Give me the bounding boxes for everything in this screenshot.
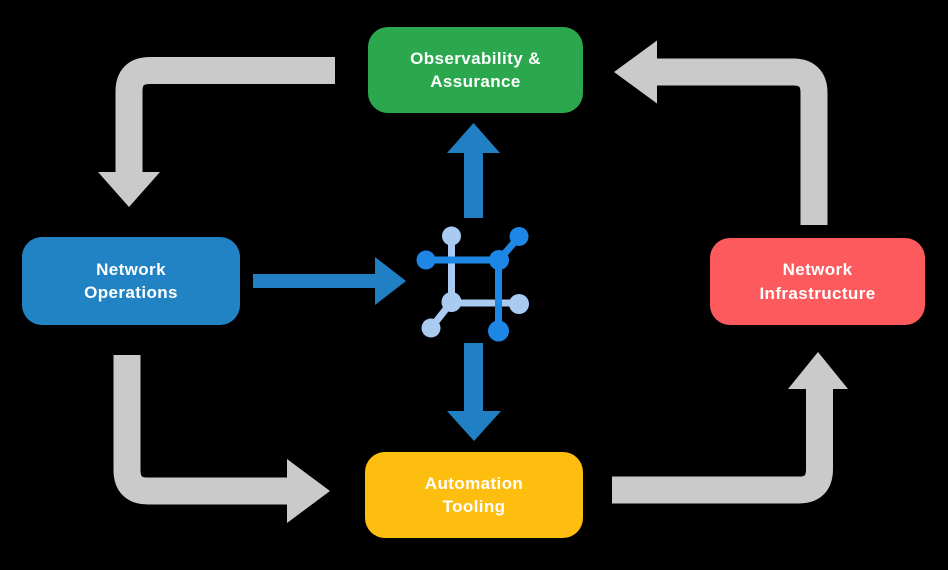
arrow-infrastructure-to-observability	[614, 40, 828, 225]
node-observability-label: Observability & Assurance	[410, 48, 541, 91]
node-operations: Network Operations	[22, 237, 240, 325]
node-operations-label: Network Operations	[84, 259, 178, 302]
network-automation-icon	[416, 226, 529, 342]
arrow-automation-to-infrastructure	[612, 352, 848, 504]
node-infrastructure-label: Network Infrastructure	[759, 260, 876, 303]
arrow-center-to-observability	[447, 123, 500, 218]
node-automation: Automation Tooling	[365, 452, 583, 538]
arrow-operations-to-center	[253, 257, 406, 305]
node-automation-label: Automation Tooling	[424, 473, 524, 516]
node-observability: Observability & Assurance	[368, 27, 583, 113]
arrow-center-to-automation	[447, 343, 501, 441]
arrow-operations-to-automation	[113, 355, 330, 523]
arrow-observability-to-operations	[98, 57, 335, 207]
node-infrastructure: Network Infrastructure	[710, 238, 925, 325]
